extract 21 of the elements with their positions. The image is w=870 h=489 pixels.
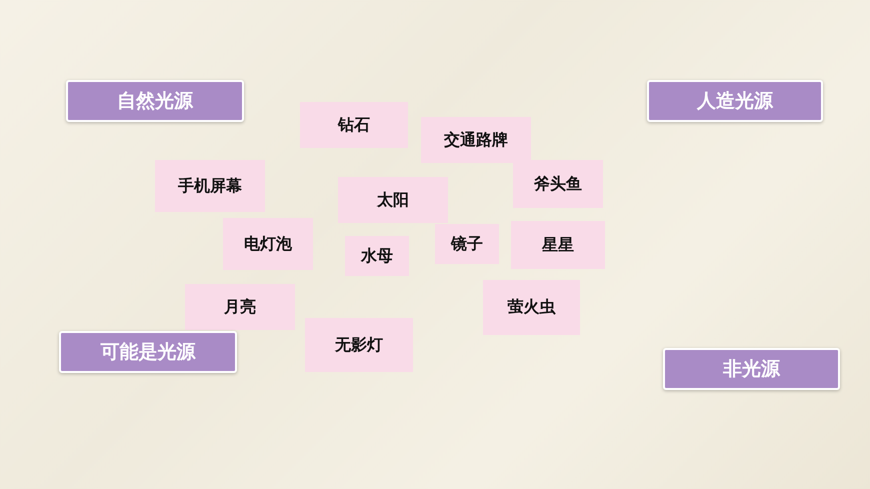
card-text: 月亮 bbox=[224, 296, 256, 318]
card-text: 无影灯 bbox=[335, 334, 383, 356]
card-text: 太阳 bbox=[377, 190, 409, 210]
card-text: 交通路牌 bbox=[444, 130, 508, 150]
card-text: 人造光源 bbox=[697, 89, 773, 114]
card-text: 斧头鱼 bbox=[534, 174, 582, 194]
card-text: 钻石 bbox=[338, 114, 370, 136]
category-label bbox=[663, 348, 840, 390]
card-text: 手机屏幕 bbox=[178, 176, 242, 196]
card-text: 电灯泡 bbox=[244, 234, 292, 254]
card-text: 萤火虫 bbox=[508, 297, 556, 318]
item-card bbox=[185, 284, 295, 330]
card-text: 镜子 bbox=[451, 234, 483, 254]
category-label bbox=[59, 331, 237, 373]
card-text: 水母 bbox=[361, 246, 393, 266]
card-text: 自然光源 bbox=[117, 89, 193, 114]
card-text: 星星 bbox=[542, 234, 574, 256]
category-label bbox=[66, 80, 244, 122]
category-label bbox=[647, 80, 823, 122]
card-text: 可能是光源 bbox=[100, 340, 196, 365]
card-text: 非光源 bbox=[723, 357, 780, 382]
